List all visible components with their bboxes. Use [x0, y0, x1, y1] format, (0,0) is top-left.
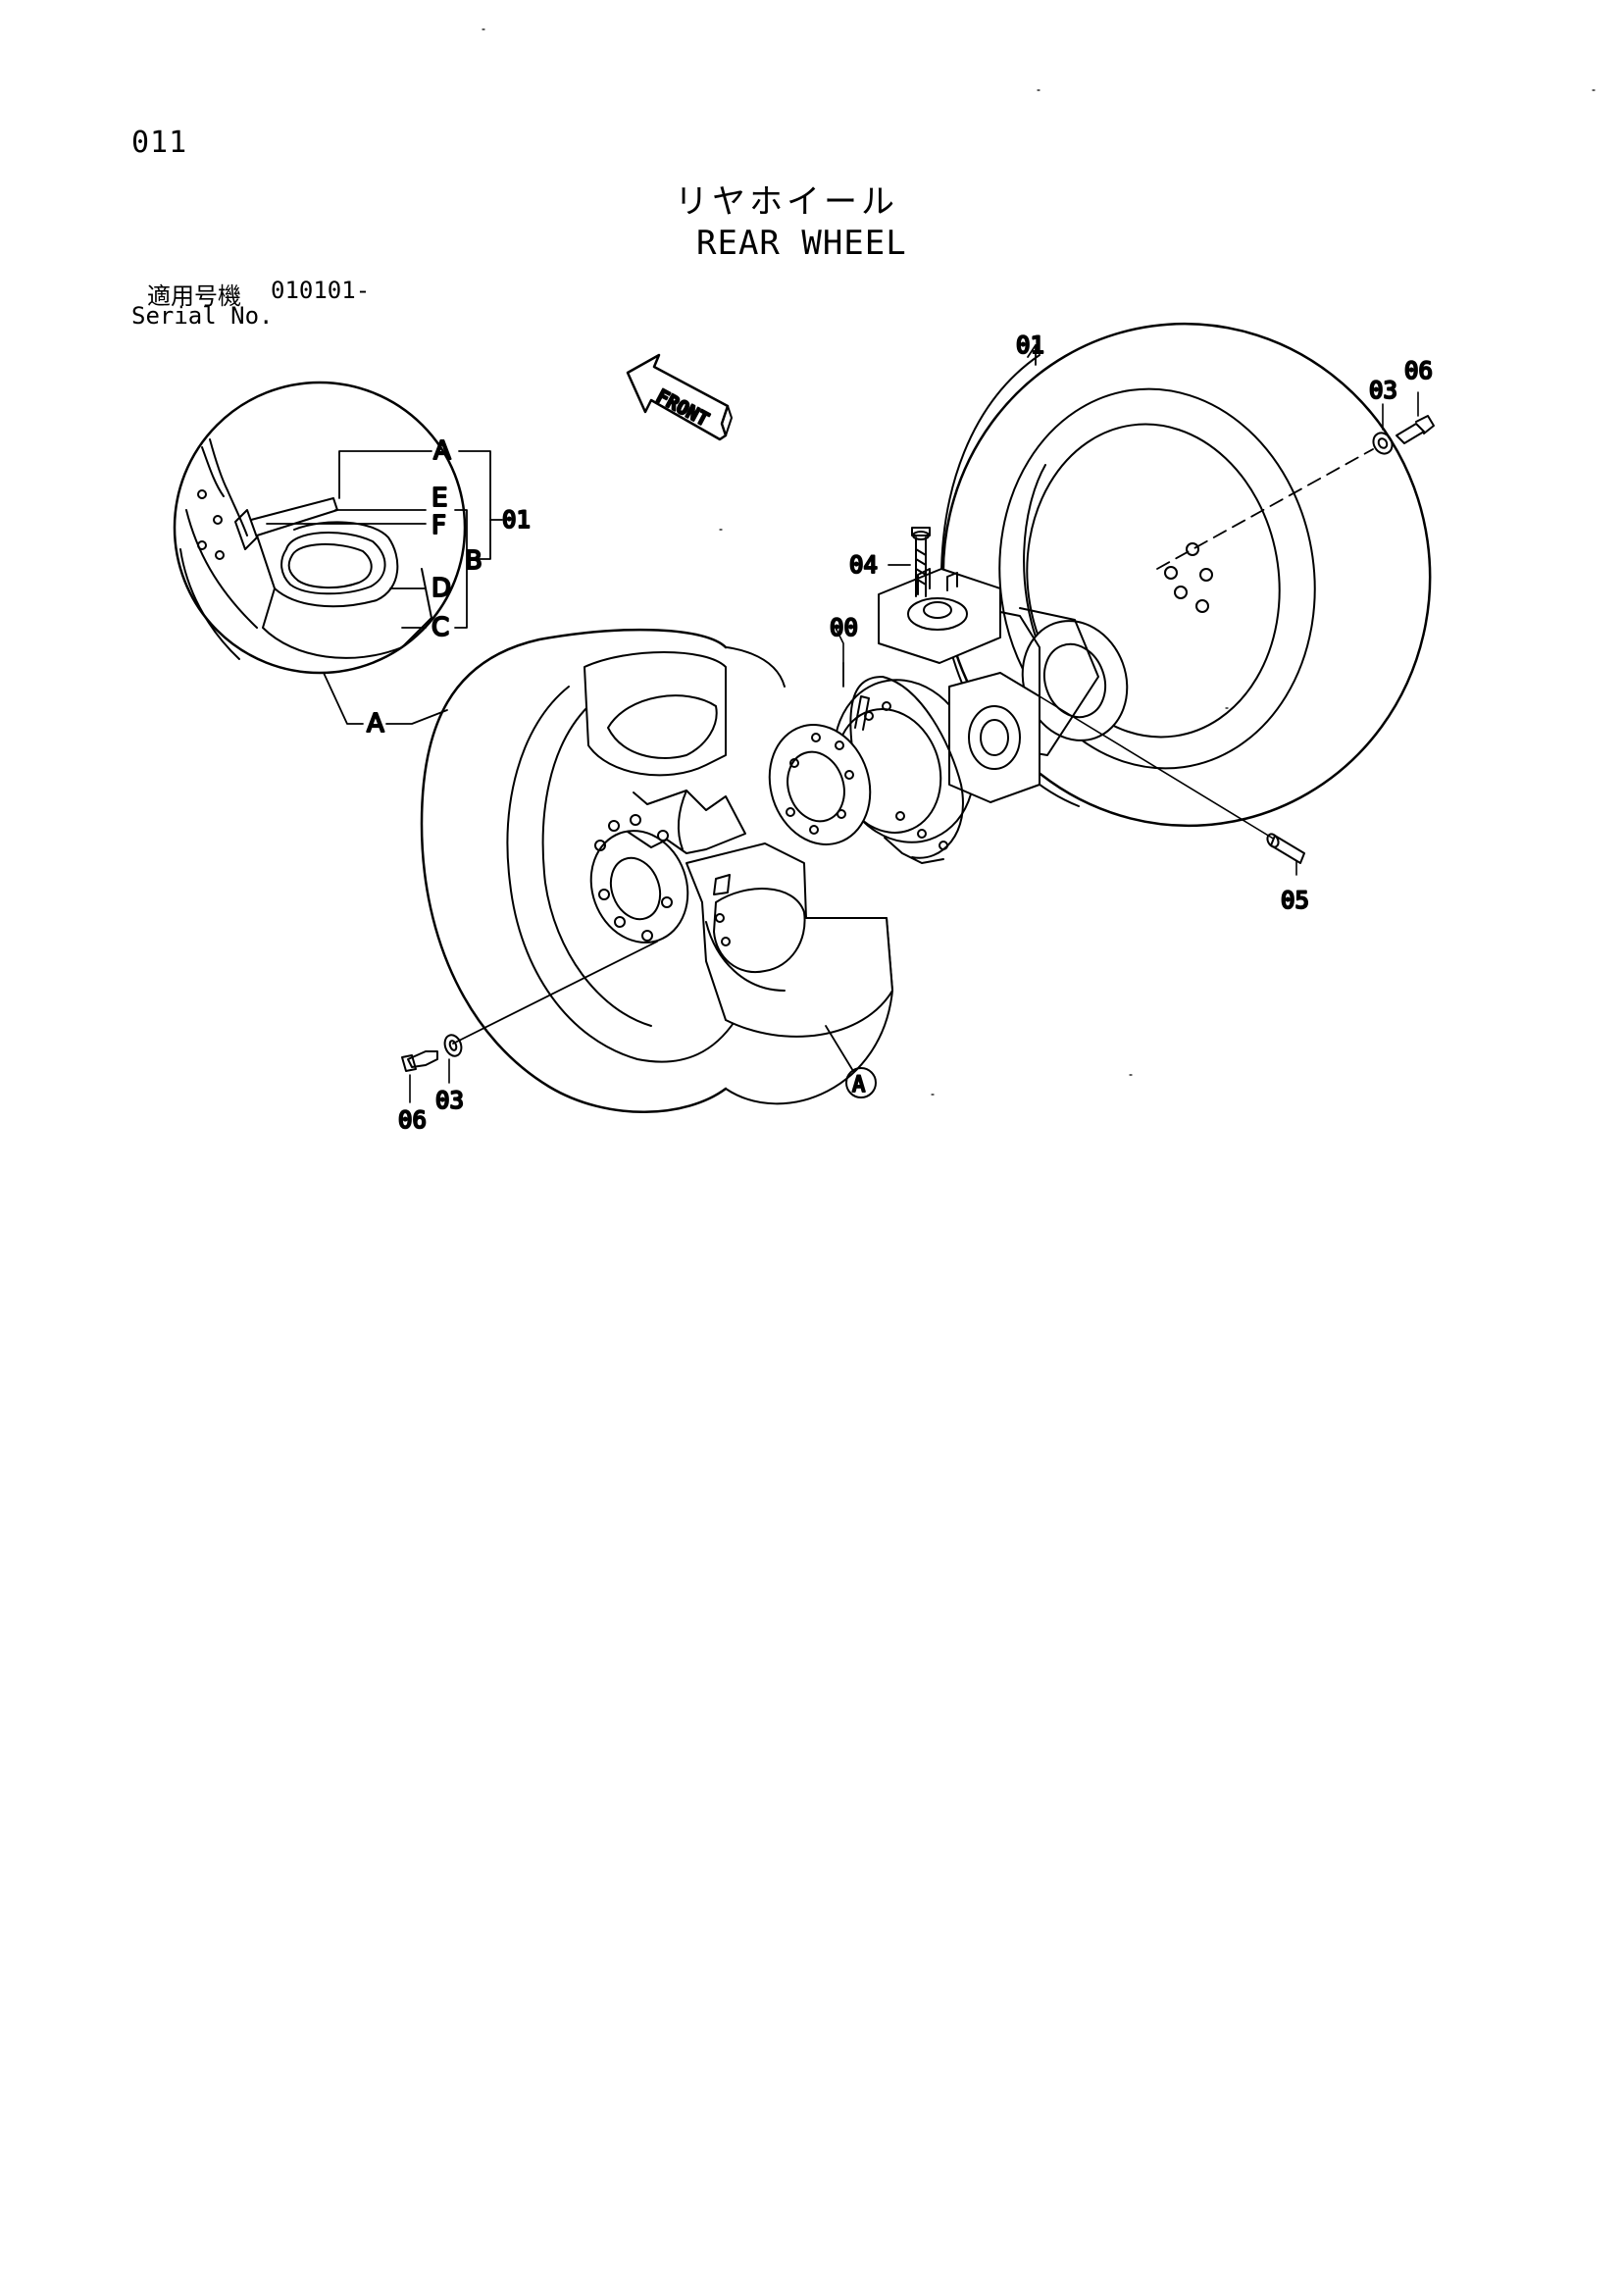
detail-label-b: B	[465, 546, 482, 576]
left-wheel: A	[420, 628, 893, 1113]
scan-specks	[482, 28, 1596, 1096]
serial-label-japanese: 適用号機	[147, 282, 241, 310]
front-arrow: FRONT	[626, 353, 733, 441]
page-number: 011	[131, 126, 188, 160]
detail-label-f: F	[431, 511, 446, 540]
right-bolt-washer: 03 06	[1368, 356, 1435, 455]
detail-label-ref-01: 01	[502, 506, 531, 534]
detail-label-c: C	[431, 613, 449, 642]
page-title: REAR WHEEL	[696, 224, 907, 263]
detail-circle-a: A	[852, 1073, 865, 1097]
detail-label-e: E	[431, 484, 447, 513]
detail-a-inset: A E F B D C 01 A	[173, 381, 532, 740]
detail-label-a-bottom: A	[367, 709, 384, 739]
left-bolt-washer: 06 03	[397, 1034, 465, 1135]
serial-label: Serial No.	[131, 302, 274, 330]
callout-06-right: 06	[1404, 357, 1433, 384]
axis-line-right	[1156, 448, 1374, 570]
callout-01: 01	[1016, 332, 1044, 359]
detail-label-a-top: A	[433, 436, 451, 466]
axis-line-left	[452, 941, 658, 1045]
callout-03-right: 03	[1369, 377, 1397, 404]
axis-line-lower	[1039, 695, 1276, 841]
callout-04: 04	[849, 551, 878, 579]
bolt-04: 04	[848, 527, 931, 597]
serial-number-range: 010101-	[271, 277, 371, 304]
detail-label-d: D	[431, 574, 451, 603]
page-title-japanese: リヤホイール	[675, 182, 898, 222]
fitting-05: 05	[1266, 833, 1310, 915]
callout-00: 00	[830, 614, 858, 641]
callout-06-left: 06	[398, 1106, 427, 1134]
callout-05: 05	[1281, 887, 1309, 914]
callout-03-left: 03	[435, 1087, 464, 1114]
hub-motor-assembly: 00	[768, 568, 1129, 864]
